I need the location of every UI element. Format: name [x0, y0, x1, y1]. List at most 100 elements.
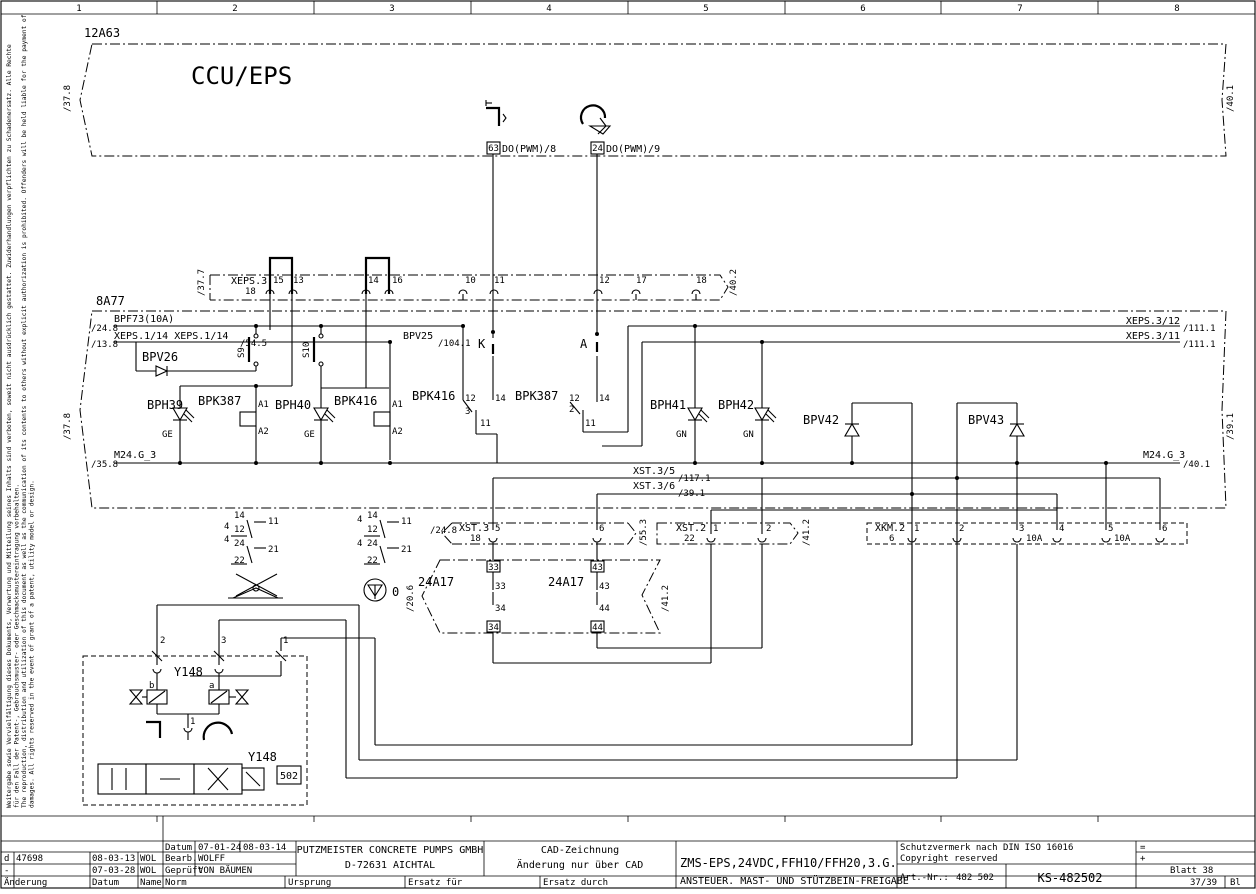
svg-text:Ursprung: Ursprung	[288, 878, 331, 888]
svg-text:4: 4	[224, 522, 229, 532]
svg-text:4: 4	[357, 539, 362, 549]
grid-col-4: 4	[546, 4, 551, 14]
grid-col-6: 6	[860, 4, 865, 14]
svg-text:6: 6	[889, 534, 894, 544]
svg-text:XEPS.3/11: XEPS.3/11	[1126, 331, 1180, 342]
svg-text:M24.G_3: M24.G_3	[114, 450, 156, 461]
xeps3-out-ref: /40.2	[729, 269, 739, 296]
svg-text:XEPS.1/14 XEPS.1/14: XEPS.1/14 XEPS.1/14	[114, 331, 228, 342]
svg-text:Änderung: Änderung	[4, 877, 47, 888]
svg-text:6: 6	[1162, 524, 1167, 534]
grid-col-3: 3	[389, 4, 394, 14]
svg-text:a: a	[209, 681, 214, 691]
svg-text:/39.1: /39.1	[678, 489, 705, 499]
outrigger-release-icon	[579, 104, 612, 135]
svg-text:/54.5: /54.5	[240, 339, 267, 349]
svg-text:18: 18	[470, 534, 481, 544]
svg-text:11: 11	[480, 419, 491, 429]
xkm2-connector: XKM.2 6 1 2 3 4 5 6 10A 10A	[866, 522, 1188, 545]
svg-text:Geprüft: Geprüft	[165, 866, 203, 876]
svg-text:34: 34	[495, 604, 506, 614]
svg-text:4: 4	[1059, 524, 1064, 534]
svg-text:10A: 10A	[1114, 534, 1131, 544]
svg-text:/40.1: /40.1	[1183, 460, 1210, 470]
svg-text:A1: A1	[258, 400, 269, 410]
svg-text:ANSTEUER. MAST- UND STÜTZBEIN-: ANSTEUER. MAST- UND STÜTZBEIN-FREIGABE	[680, 874, 909, 887]
svg-text:/55.3: /55.3	[639, 519, 649, 546]
svg-text:BPV42: BPV42	[803, 413, 839, 427]
module-8a77: 8A77 /37.8 /39.1 BPF73(10A) /24.8 XEPS.1…	[63, 294, 1236, 509]
svg-text:1: 1	[914, 524, 919, 534]
svg-text:BPK416: BPK416	[334, 394, 377, 408]
xeps3-label: XEPS.3	[231, 276, 267, 287]
contact-k: K	[461, 154, 495, 400]
svg-text:BPV26: BPV26	[142, 350, 178, 364]
bpk416-relay: BPK416 A1 A2	[334, 394, 403, 437]
svg-text:BPV25: BPV25	[403, 331, 433, 342]
boom-release-icon	[485, 100, 507, 126]
svg-text:WOL: WOL	[140, 866, 156, 876]
svg-text:47698: 47698	[16, 854, 43, 864]
svg-text:Blatt 38: Blatt 38	[1170, 866, 1213, 876]
svg-text:482 502: 482 502	[956, 873, 994, 883]
svg-text:Copyright reserved: Copyright reserved	[900, 854, 998, 864]
grid-col-1: 1	[76, 4, 81, 14]
svg-text:/117.1: /117.1	[678, 474, 711, 484]
svg-text:17: 17	[636, 276, 647, 286]
svg-text:08-03-14: 08-03-14	[243, 843, 286, 853]
svg-text:22: 22	[234, 556, 245, 566]
svg-text:S10: S10	[302, 342, 312, 358]
supply-rails	[114, 325, 1180, 343]
side-copyright-note: Weitergabe sowie Vervielfältigung dieses…	[6, 14, 36, 808]
switch-s9: S9	[237, 324, 259, 371]
y148-valve: 2 3 1 b a Y148 1	[82, 636, 308, 806]
svg-text:ZMS-EPS,24VDC,FFH10/FFH20,3.G.: ZMS-EPS,24VDC,FFH10/FFH20,3.G.	[680, 856, 897, 870]
svg-text:XST.3/5: XST.3/5	[633, 466, 675, 477]
y148-hydraulic-symbol: Y148 502	[97, 750, 302, 795]
svg-text:XEPS.3/12: XEPS.3/12	[1126, 316, 1180, 327]
svg-text:GE: GE	[162, 430, 173, 440]
svg-text:24A17: 24A17	[548, 575, 584, 589]
svg-text:XST.2: XST.2	[676, 523, 706, 534]
svg-text:BPH39: BPH39	[147, 398, 183, 412]
bpv42-diode: BPV42	[803, 402, 913, 745]
grid-col-5: 5	[703, 4, 708, 14]
svg-text:BPK416: BPK416	[412, 389, 455, 403]
svg-text:A: A	[580, 337, 588, 351]
bph42-led: BPH42 GN	[718, 340, 777, 463]
svg-text:3: 3	[221, 636, 226, 646]
svg-text:/41.2: /41.2	[661, 585, 671, 612]
svg-text:10: 10	[465, 276, 476, 286]
svg-text:12: 12	[465, 394, 476, 404]
ccu-out1-label: DO(PWM)/8	[502, 144, 556, 155]
svg-text:11: 11	[585, 419, 596, 429]
svg-text:BPF73(10A): BPF73(10A)	[114, 314, 174, 325]
svg-text:b: b	[149, 681, 154, 691]
svg-text:Datum: Datum	[165, 843, 192, 853]
bph39-led: BPH39 GE	[147, 294, 293, 463]
svg-text:21: 21	[268, 545, 279, 555]
svg-text:WOLFF: WOLFF	[198, 854, 225, 864]
svg-text:14: 14	[234, 511, 245, 521]
svg-text:Name: Name	[140, 878, 162, 888]
svg-text:3: 3	[465, 407, 470, 417]
svg-text:GE: GE	[304, 430, 315, 440]
svg-text:BPV43: BPV43	[968, 413, 1004, 427]
ccu-eps-block: 12A63 CCU/EPS /37.8 /40.1 63 DO(PWM)/8 2…	[63, 26, 1236, 157]
svg-text:Bearb.: Bearb.	[165, 854, 198, 864]
svg-text:/35.8: /35.8	[91, 460, 118, 470]
svg-text:22: 22	[367, 556, 378, 566]
svg-text:11: 11	[401, 517, 412, 527]
xst3-connector: XST.3 18 /24.8 /55.3 5 6	[430, 519, 649, 560]
bph41-led: BPH41 GN	[650, 324, 710, 463]
svg-text:2: 2	[766, 524, 771, 534]
svg-text:0: 0	[392, 585, 399, 599]
svg-text:21: 21	[401, 545, 412, 555]
svg-text:BPH40: BPH40	[275, 398, 311, 412]
svg-text:K: K	[478, 337, 486, 351]
ccu-out-ref: /40.1	[1226, 85, 1236, 112]
module-ref: 8A77	[96, 294, 125, 308]
